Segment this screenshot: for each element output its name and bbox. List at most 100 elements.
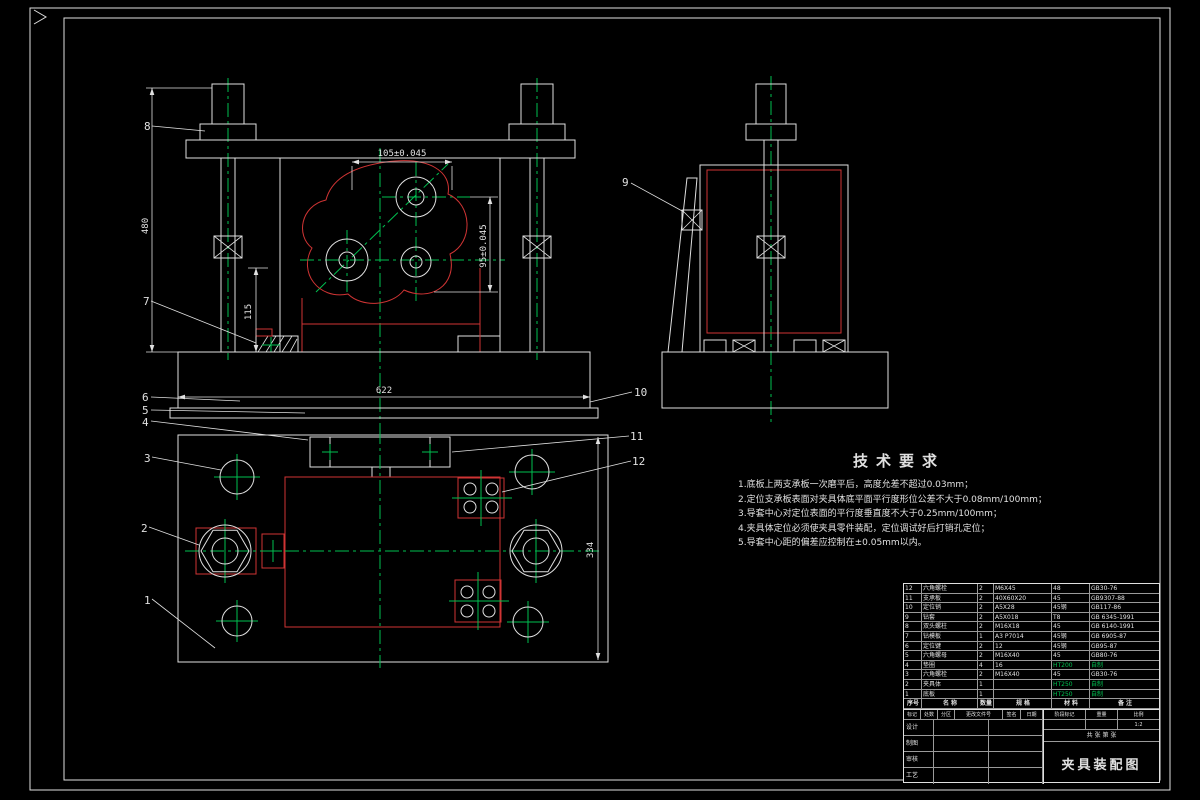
bom-cell: 45 [1052,593,1090,604]
bom-cell: M16X40 [994,670,1052,680]
role-signature [934,768,989,785]
tech-requirement-line-2: 2.定位支承板表面对夹具体底平面平行度形位公差不大于0.08mm/100mm； [738,494,1047,505]
bom-header-cell: 备 注 [1090,699,1159,710]
bom-cell: 45钢 [1052,631,1090,642]
bom-header-row: 序号名 称数量规 格材 料备 注 [904,699,1159,710]
plan-view: 334 [177,430,609,668]
bom-cell: 3 [904,670,922,680]
bom-cell: 11 [904,593,922,604]
bom-cell: 1 [904,689,922,700]
bom-cell: 1 [978,631,994,642]
plan-centerlines [185,430,600,668]
bom-cell: M16X40 [994,651,1052,661]
roles-rows: 设计制图审核工艺 [904,720,1043,785]
bom-cell: 六角螺母 [922,651,978,661]
dim-base-length: 622 [376,386,392,396]
base-plate [177,351,591,409]
bom-cell: 自制 [1090,661,1159,671]
dim-hole-pitch-horizontal: 105±0.045 [378,149,427,159]
callout-leaders [148,125,685,649]
bom-cell: A5X018 [994,612,1052,623]
scale-value: 1:2 [1134,722,1143,729]
dim-hole-pitch-vertical: 95±0.045 [479,224,489,267]
side-feet [703,339,846,353]
role-signature [934,720,989,736]
role-date [989,720,1043,736]
bom-header-cell: 材 料 [1052,699,1090,710]
role-label: 设计 [904,720,934,736]
title-block-left: 标记处数分区更改文件号签名日期 设计制图审核工艺 [904,710,1044,785]
bom-cell: 12 [994,641,1052,652]
bom-cell: 40X60X20 [994,593,1052,604]
bom-cell: 2 [978,584,994,594]
bom-cell: 钻模板 [922,631,978,642]
bom-cell: GB 6905-87 [1090,632,1159,642]
angled-support [667,177,703,353]
rev-row: 标记处数分区更改文件号签名日期 [904,710,1043,721]
callout-2: 2 [141,522,148,535]
bom-cell: 底板 [922,689,978,700]
callout-11: 11 [630,430,643,443]
role-row: 审核 [904,752,1043,769]
rev-cell: 标记 [904,710,921,720]
bom-cell: 48 [1052,584,1090,594]
bom-cell: 1 [978,689,994,700]
bom-cell [994,679,1052,690]
bom-cell: 10 [904,603,922,613]
side-view [661,76,889,424]
bom-cell: GB80-76 [1090,651,1159,661]
bom-cell: 4 [978,660,994,671]
callout-12: 12 [632,455,645,468]
bom-cell: 9 [904,612,922,623]
bom-cell: 支承板 [922,593,978,604]
bom-cell: 8 [904,622,922,632]
stage-label: 阶段标记 [1044,710,1086,720]
bom-cell: 定位键 [922,641,978,652]
role-label: 审核 [904,752,934,768]
bom-cell: 双头螺柱 [922,622,978,632]
bom-cell: GB 6345-1991 [1090,613,1159,623]
bom-cell: 12 [904,584,922,594]
support-block-right [457,335,501,353]
bom-cell: 2 [978,593,994,604]
front-centerlines [227,78,538,430]
bom-cell: 45 [1052,670,1090,680]
bom-header-cell: 名 称 [922,699,978,710]
bom-cell: A3 P7014 [994,631,1052,642]
bom-header-cell: 序号 [904,699,922,710]
bom-cell: 4 [904,660,922,671]
bom-header-cell: 数量 [978,699,994,710]
bom-cell: M16X18 [994,622,1052,632]
stage-value [1044,720,1086,730]
role-date [989,768,1043,785]
bom-cell: T8 [1052,612,1090,623]
bom-cell: 2 [978,670,994,680]
bom-cell: HT250 [1052,679,1090,690]
tech-requirement-line-1: 1.底板上两支承板一次磨平后，高度允差不超过0.03mm； [738,480,974,490]
bom-cell: 六角螺栓 [922,584,978,594]
bom-cell [994,689,1052,700]
bom-cell: GB30-76 [1090,584,1159,594]
plan-crosshairs [214,449,555,643]
drill-bushing-holes [325,176,437,282]
callout-5: 5 [142,404,149,417]
bom-cell: GB95-87 [1090,642,1159,652]
bottom-pallet [169,407,599,419]
bom-cell: 2 [978,641,994,652]
cam-contour [301,160,481,352]
role-row: 工艺 [904,768,1043,785]
bom-header-cell: 规 格 [994,699,1052,710]
title-block: 标记处数分区更改文件号签名日期 设计制图审核工艺 阶段标记 重量 比例 1:2 … [904,709,1159,785]
front-view [169,78,599,430]
bom-cell: GB30-76 [1090,670,1159,680]
role-date [989,736,1043,752]
bom-cell: 夹具体 [922,679,978,690]
bom-cell: 2 [978,612,994,623]
role-row: 制图 [904,736,1043,753]
bom-cell: 自制 [1090,680,1159,690]
